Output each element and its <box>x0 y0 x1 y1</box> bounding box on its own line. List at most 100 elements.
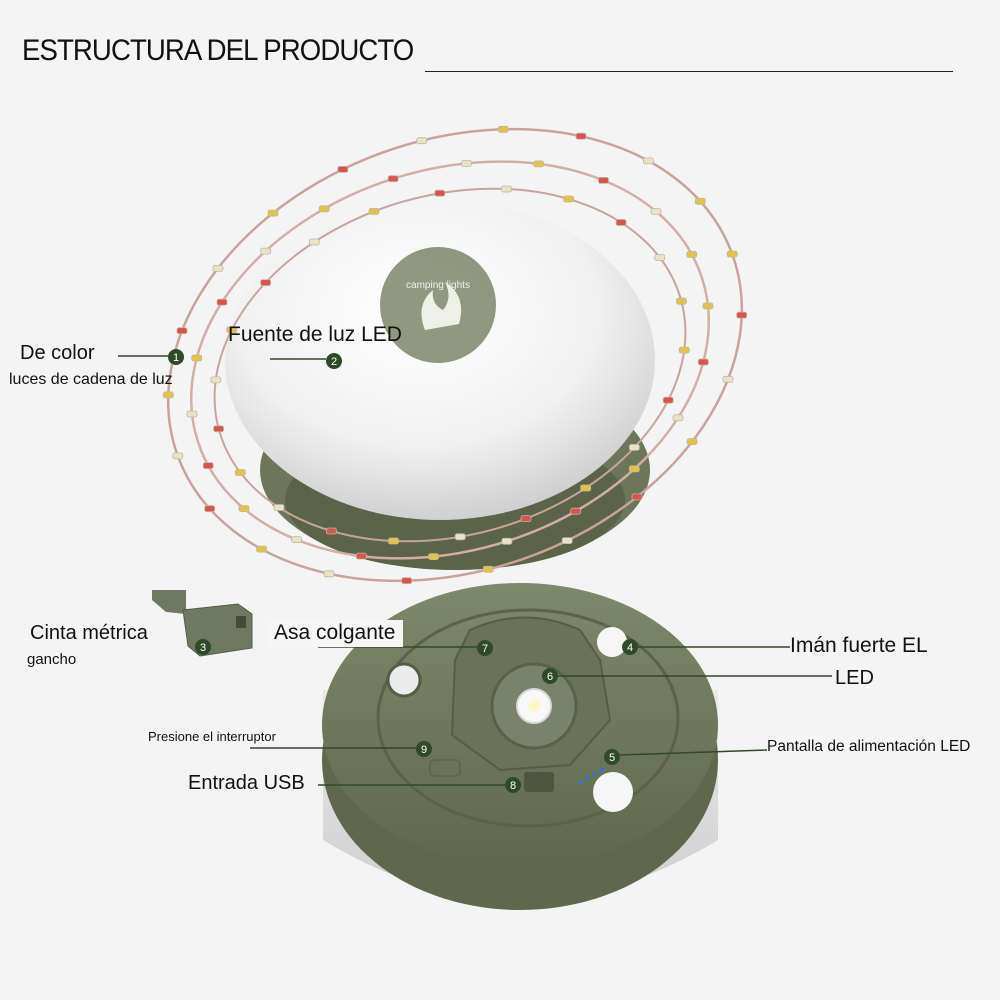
string-bulb <box>497 125 509 133</box>
string-bulb <box>722 375 734 383</box>
string-bulb <box>308 238 320 246</box>
string-bulb <box>629 443 640 451</box>
marker-1: 1 <box>168 349 184 365</box>
string-bulb <box>520 515 532 522</box>
string-bulb <box>204 505 216 513</box>
string-bulb <box>337 165 349 173</box>
switch-button <box>429 759 461 777</box>
string-bulb <box>273 504 285 511</box>
string-bulb <box>176 327 188 335</box>
svg-text:6: 6 <box>547 671 553 683</box>
label-hanging-handle: Asa colgante <box>268 620 404 647</box>
upper-lamp: camping lights <box>225 200 655 570</box>
string-bulb <box>318 205 330 213</box>
string-bulb <box>662 396 674 404</box>
string-bulb <box>260 247 272 255</box>
string-bulb <box>368 207 380 215</box>
marker-6: 6 <box>542 668 558 684</box>
string-bulb <box>702 302 714 310</box>
string-bulb <box>650 207 662 215</box>
string-bulb <box>697 358 709 366</box>
string-bulb <box>216 298 228 306</box>
marker-9: 9 <box>416 741 432 757</box>
label-tape-hook-title: Cinta métrica <box>30 622 148 644</box>
base-inner-ring <box>376 608 680 828</box>
string-bulb <box>186 410 198 418</box>
string-bulb <box>454 533 466 541</box>
string-bulb <box>676 297 687 305</box>
magnet-left <box>386 662 422 698</box>
svg-text:1: 1 <box>173 352 179 364</box>
string-bulb <box>213 425 225 433</box>
string-bulb <box>686 438 698 446</box>
tape-hook-body <box>182 603 253 657</box>
led-chip <box>528 700 540 712</box>
label-led-source: Fuente de luz LED <box>228 323 402 346</box>
magnet-right-top <box>597 627 627 657</box>
label-power-display: Pantalla de alimentación LED <box>767 738 971 755</box>
string-bulb <box>191 354 203 362</box>
string-bulb <box>501 537 513 545</box>
campfire-icon <box>421 282 462 330</box>
string-bulb <box>202 462 214 470</box>
svg-text:8: 8 <box>510 780 516 792</box>
label-color-string-sub: luces de cadena de luz <box>9 371 173 388</box>
string-bulb <box>172 452 184 460</box>
svg-text:3: 3 <box>200 642 206 654</box>
string-bulb <box>387 175 399 183</box>
marker-3: 3 <box>195 639 211 655</box>
string-bulb <box>726 250 738 258</box>
usb-port <box>524 772 554 792</box>
svg-text:9: 9 <box>421 744 427 756</box>
string-bulb <box>482 565 494 573</box>
string-bulb <box>210 376 222 384</box>
string-bulb <box>570 507 582 515</box>
svg-text:7: 7 <box>482 643 488 655</box>
marker-8: 8 <box>505 777 521 793</box>
string-bulb <box>388 537 399 545</box>
svg-text:4: 4 <box>627 642 633 654</box>
string-bulb <box>563 195 574 203</box>
marker-4: 4 <box>622 639 638 655</box>
string-bulb <box>325 527 337 535</box>
logo-badge <box>380 247 496 363</box>
label-tape-hook-sub: gancho <box>27 651 77 668</box>
label-magnet: Imán fuerte EL <box>790 634 928 657</box>
string-bulb <box>323 570 335 578</box>
string-bulb <box>401 577 413 585</box>
string-bulb <box>694 197 706 205</box>
marker-2: 2 <box>326 353 342 369</box>
string-bulb <box>267 209 279 217</box>
tape-hook-plate <box>152 590 186 614</box>
tape-hook-slot <box>236 616 246 628</box>
string-bulb <box>501 185 512 193</box>
string-bulb <box>428 553 439 560</box>
string-bulb <box>672 414 684 422</box>
marker-5: 5 <box>604 749 620 765</box>
string-bulb <box>234 469 246 476</box>
string-bulb <box>461 159 472 167</box>
string-bulb <box>736 311 748 319</box>
string-bulb <box>260 279 272 287</box>
string-bulb <box>238 505 250 513</box>
string-bulb <box>256 545 268 553</box>
string-bulb <box>643 157 654 165</box>
string-bulb <box>533 160 544 168</box>
svg-text:5: 5 <box>609 752 615 764</box>
string-bulb <box>162 391 174 399</box>
svg-text:2: 2 <box>331 356 337 368</box>
string-bulb <box>654 254 666 261</box>
page-title: ESTRUCTURA DEL PRODUCTO <box>22 34 414 67</box>
logo-text: camping lights <box>406 280 470 291</box>
label-usb: Entrada USB <box>188 772 305 794</box>
string-bulb <box>416 137 428 145</box>
marker-7: 7 <box>477 640 493 656</box>
string-bulb <box>575 132 587 140</box>
string-bulb <box>686 250 698 258</box>
string-bulb <box>631 493 643 501</box>
power-display-dots <box>579 768 604 784</box>
string-bulb <box>580 484 592 492</box>
string-bulb <box>628 465 640 473</box>
string-bulbs <box>162 125 748 585</box>
